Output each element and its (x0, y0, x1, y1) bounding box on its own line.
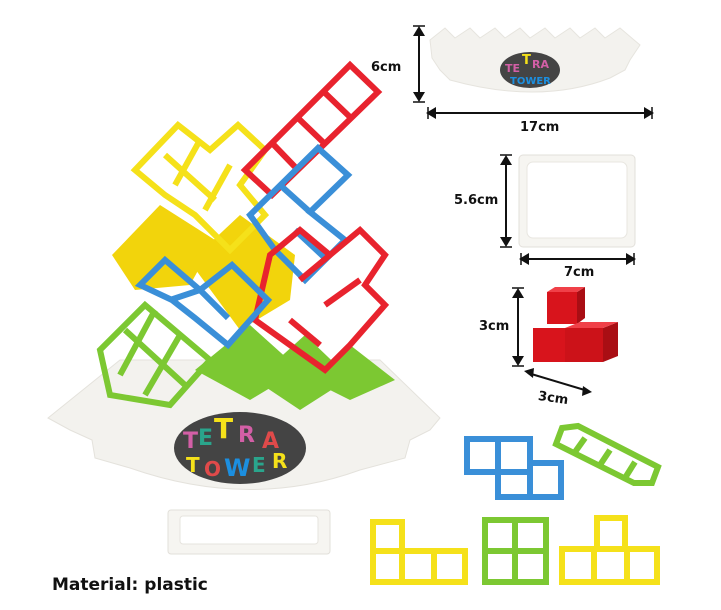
svg-text:E: E (198, 426, 213, 451)
yellow-open-piece (130, 120, 270, 255)
green-base-pieces (195, 325, 395, 410)
svg-text:W: W (224, 454, 250, 482)
svg-text:T: T (186, 453, 200, 477)
sample-piece-blue-s (464, 436, 564, 500)
stand-width-label: 7cm (564, 265, 595, 280)
block-diagram (512, 287, 618, 396)
svg-text:RA: RA (532, 58, 549, 71)
svg-text:T: T (214, 412, 233, 445)
sample-piece-green-o (482, 517, 549, 585)
blue-middle-piece (134, 255, 273, 350)
sample-piece-green-i (552, 422, 662, 486)
material-label: Material: plastic (52, 575, 208, 595)
base-plate-height-label: 6cm (371, 60, 402, 75)
stand-height-label: 5.6cm (454, 193, 499, 208)
svg-text:R: R (238, 423, 255, 448)
svg-text:TOWER: TOWER (510, 76, 551, 87)
svg-text:T: T (183, 429, 198, 454)
svg-text:A: A (262, 429, 279, 454)
block-height-label: 3cm (479, 319, 510, 334)
tetra-tower-logo: T E T R A T O W E R (174, 412, 306, 484)
red-long-piece (240, 60, 383, 200)
svg-text:TE: TE (505, 62, 520, 75)
svg-text:O: O (204, 457, 221, 481)
base-plate-width-label: 17cm (520, 120, 560, 135)
green-open-piece (96, 300, 215, 409)
svg-text:T: T (522, 53, 531, 68)
blue-upper-piece (246, 143, 353, 285)
svg-text:E: E (252, 453, 266, 477)
sample-piece-yellow-t (559, 515, 660, 585)
svg-text:R: R (272, 449, 287, 473)
stand-diagram (500, 154, 636, 265)
tower-stand (167, 509, 331, 555)
red-lower-piece (251, 225, 390, 374)
base-plate-diagram: TE T RA TOWER (413, 25, 654, 119)
sample-piece-yellow-l (370, 519, 468, 585)
